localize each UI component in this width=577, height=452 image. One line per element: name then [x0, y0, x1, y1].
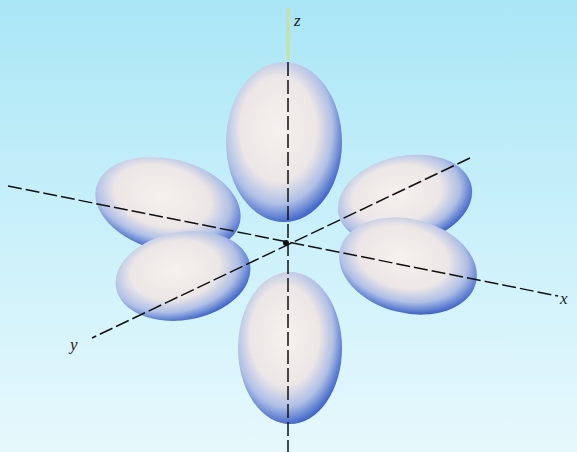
- axis-label: y: [70, 336, 78, 353]
- z-axis: [287, 8, 289, 452]
- orbital-lobe: [226, 62, 342, 222]
- y-axis: [92, 158, 470, 338]
- orbital-lobe: [238, 272, 342, 424]
- axis-label: x: [560, 290, 568, 307]
- axis-label: z: [294, 12, 301, 29]
- z-axis-tip: [287, 8, 290, 60]
- orbital-lobe: [108, 221, 257, 331]
- origin-dot: [283, 240, 289, 246]
- x-axis: [8, 186, 558, 296]
